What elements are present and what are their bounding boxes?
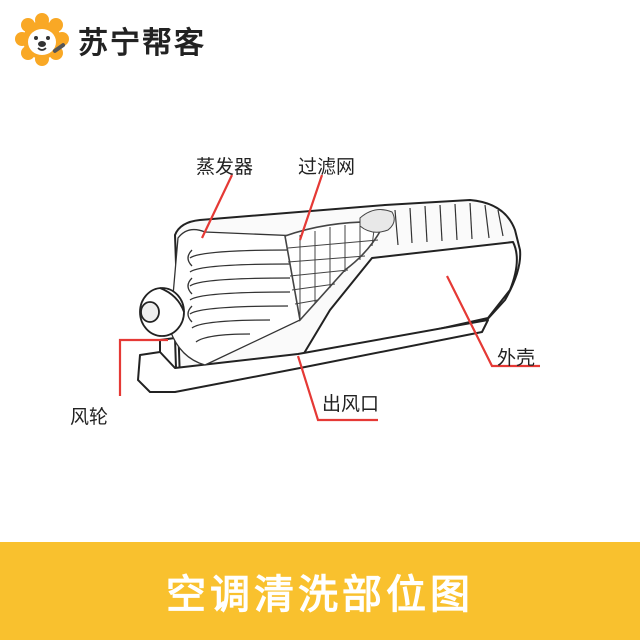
air-conditioner-diagram [118, 174, 540, 422]
banner-title: 空调清洗部位图 [166, 572, 474, 618]
evaporator-coil [169, 228, 301, 366]
callout-lines [118, 174, 540, 422]
brand-name: 苏宁帮客 [78, 26, 206, 61]
label-evaporator: 蒸发器 [196, 156, 254, 178]
callout-filter [298, 174, 324, 241]
fan-wheel [139, 287, 185, 337]
filter-mesh [284, 209, 395, 322]
brand-logo: 苏宁帮客 [14, 12, 206, 68]
callout-fan-wheel [118, 338, 168, 396]
label-air-outlet: 出风口 [322, 393, 380, 415]
lion-mascot-icon [15, 13, 69, 66]
callout-casing [446, 275, 540, 368]
label-casing: 外壳 [497, 347, 536, 369]
title-banner: 空调清洗部位图 [0, 542, 640, 640]
callout-air-outlet [296, 355, 378, 422]
label-fan-wheel: 风轮 [70, 406, 109, 428]
label-filter: 过滤网 [298, 156, 356, 178]
callout-evaporator [201, 174, 233, 239]
